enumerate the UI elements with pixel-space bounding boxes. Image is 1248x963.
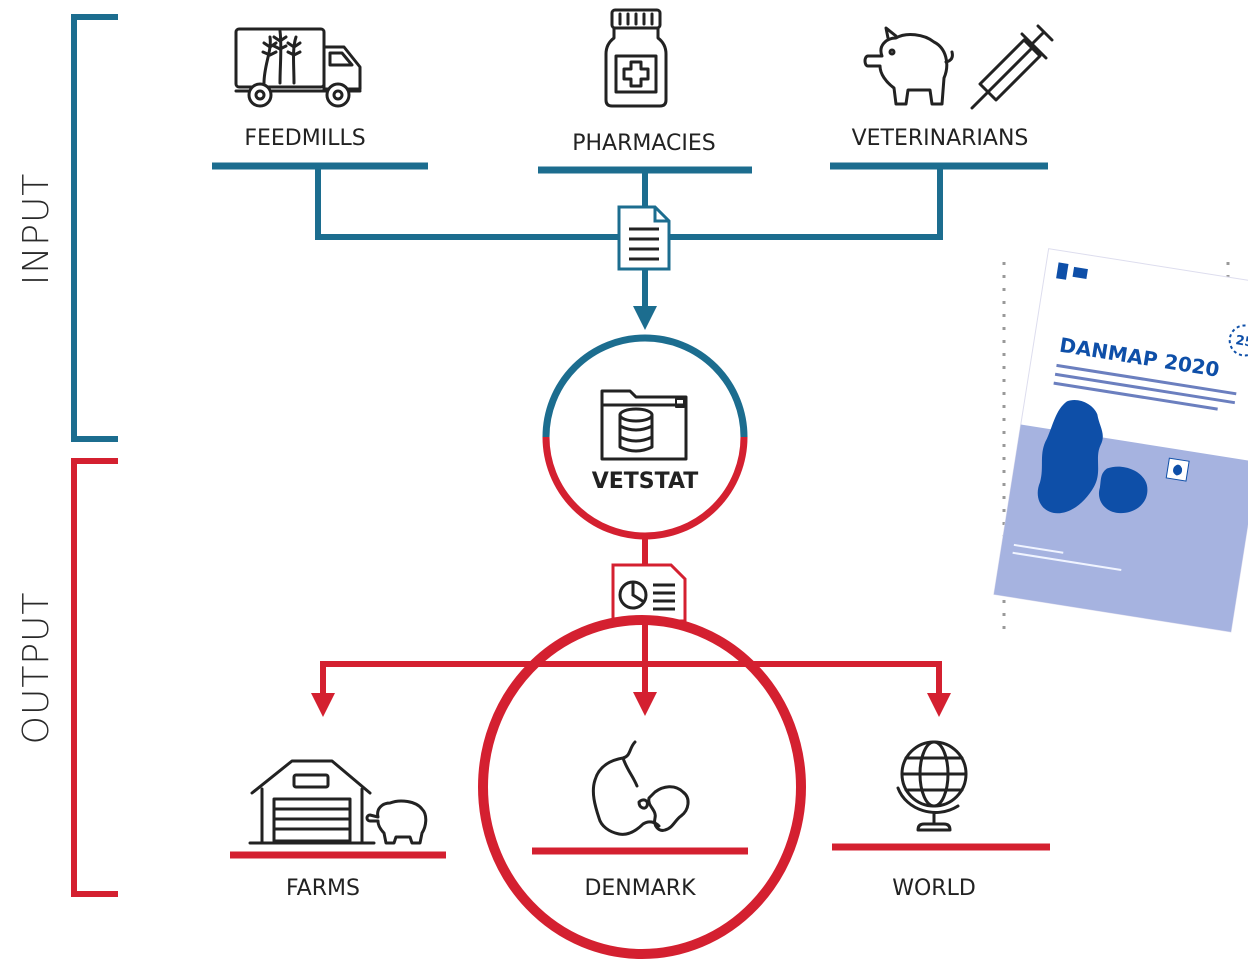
report-cover-badge: 25 bbox=[1234, 333, 1248, 351]
database-folder-icon bbox=[600, 389, 688, 461]
target-label-farms: FARMS bbox=[286, 876, 360, 901]
pig-syringe-icon bbox=[863, 24, 1054, 110]
target-label-world: WORLD bbox=[892, 876, 976, 901]
vetstat-hub: VETSTAT bbox=[542, 334, 748, 540]
denmark-highlight-circle bbox=[478, 615, 806, 959]
denmark-map-icon bbox=[591, 740, 690, 836]
output-side-label: OUTPUT bbox=[16, 592, 57, 745]
target-baselines bbox=[230, 843, 1050, 859]
source-baselines bbox=[212, 162, 1048, 174]
report-cover-map bbox=[1037, 400, 1148, 514]
truck-grain-icon bbox=[234, 27, 362, 108]
source-label-pharmacies: PHARMACIES bbox=[572, 131, 716, 156]
source-label-feedmills: FEEDMILLS bbox=[244, 126, 365, 151]
input-bracket bbox=[71, 14, 118, 442]
hub-label: VETSTAT bbox=[592, 469, 699, 494]
globe-icon bbox=[896, 740, 968, 832]
output-bracket bbox=[71, 458, 118, 897]
input-side-label: INPUT bbox=[16, 173, 57, 286]
source-label-veterinarians: VETERINARIANS bbox=[852, 126, 1029, 151]
target-label-denmark: DENMARK bbox=[584, 876, 696, 901]
barn-pig-icon bbox=[248, 759, 428, 845]
report-chart-icon bbox=[611, 563, 687, 623]
report-cover-thumbnail: DANMAP 2020 25 bbox=[993, 248, 1248, 636]
document-icon bbox=[617, 205, 671, 271]
medicine-bottle-icon bbox=[604, 8, 668, 108]
